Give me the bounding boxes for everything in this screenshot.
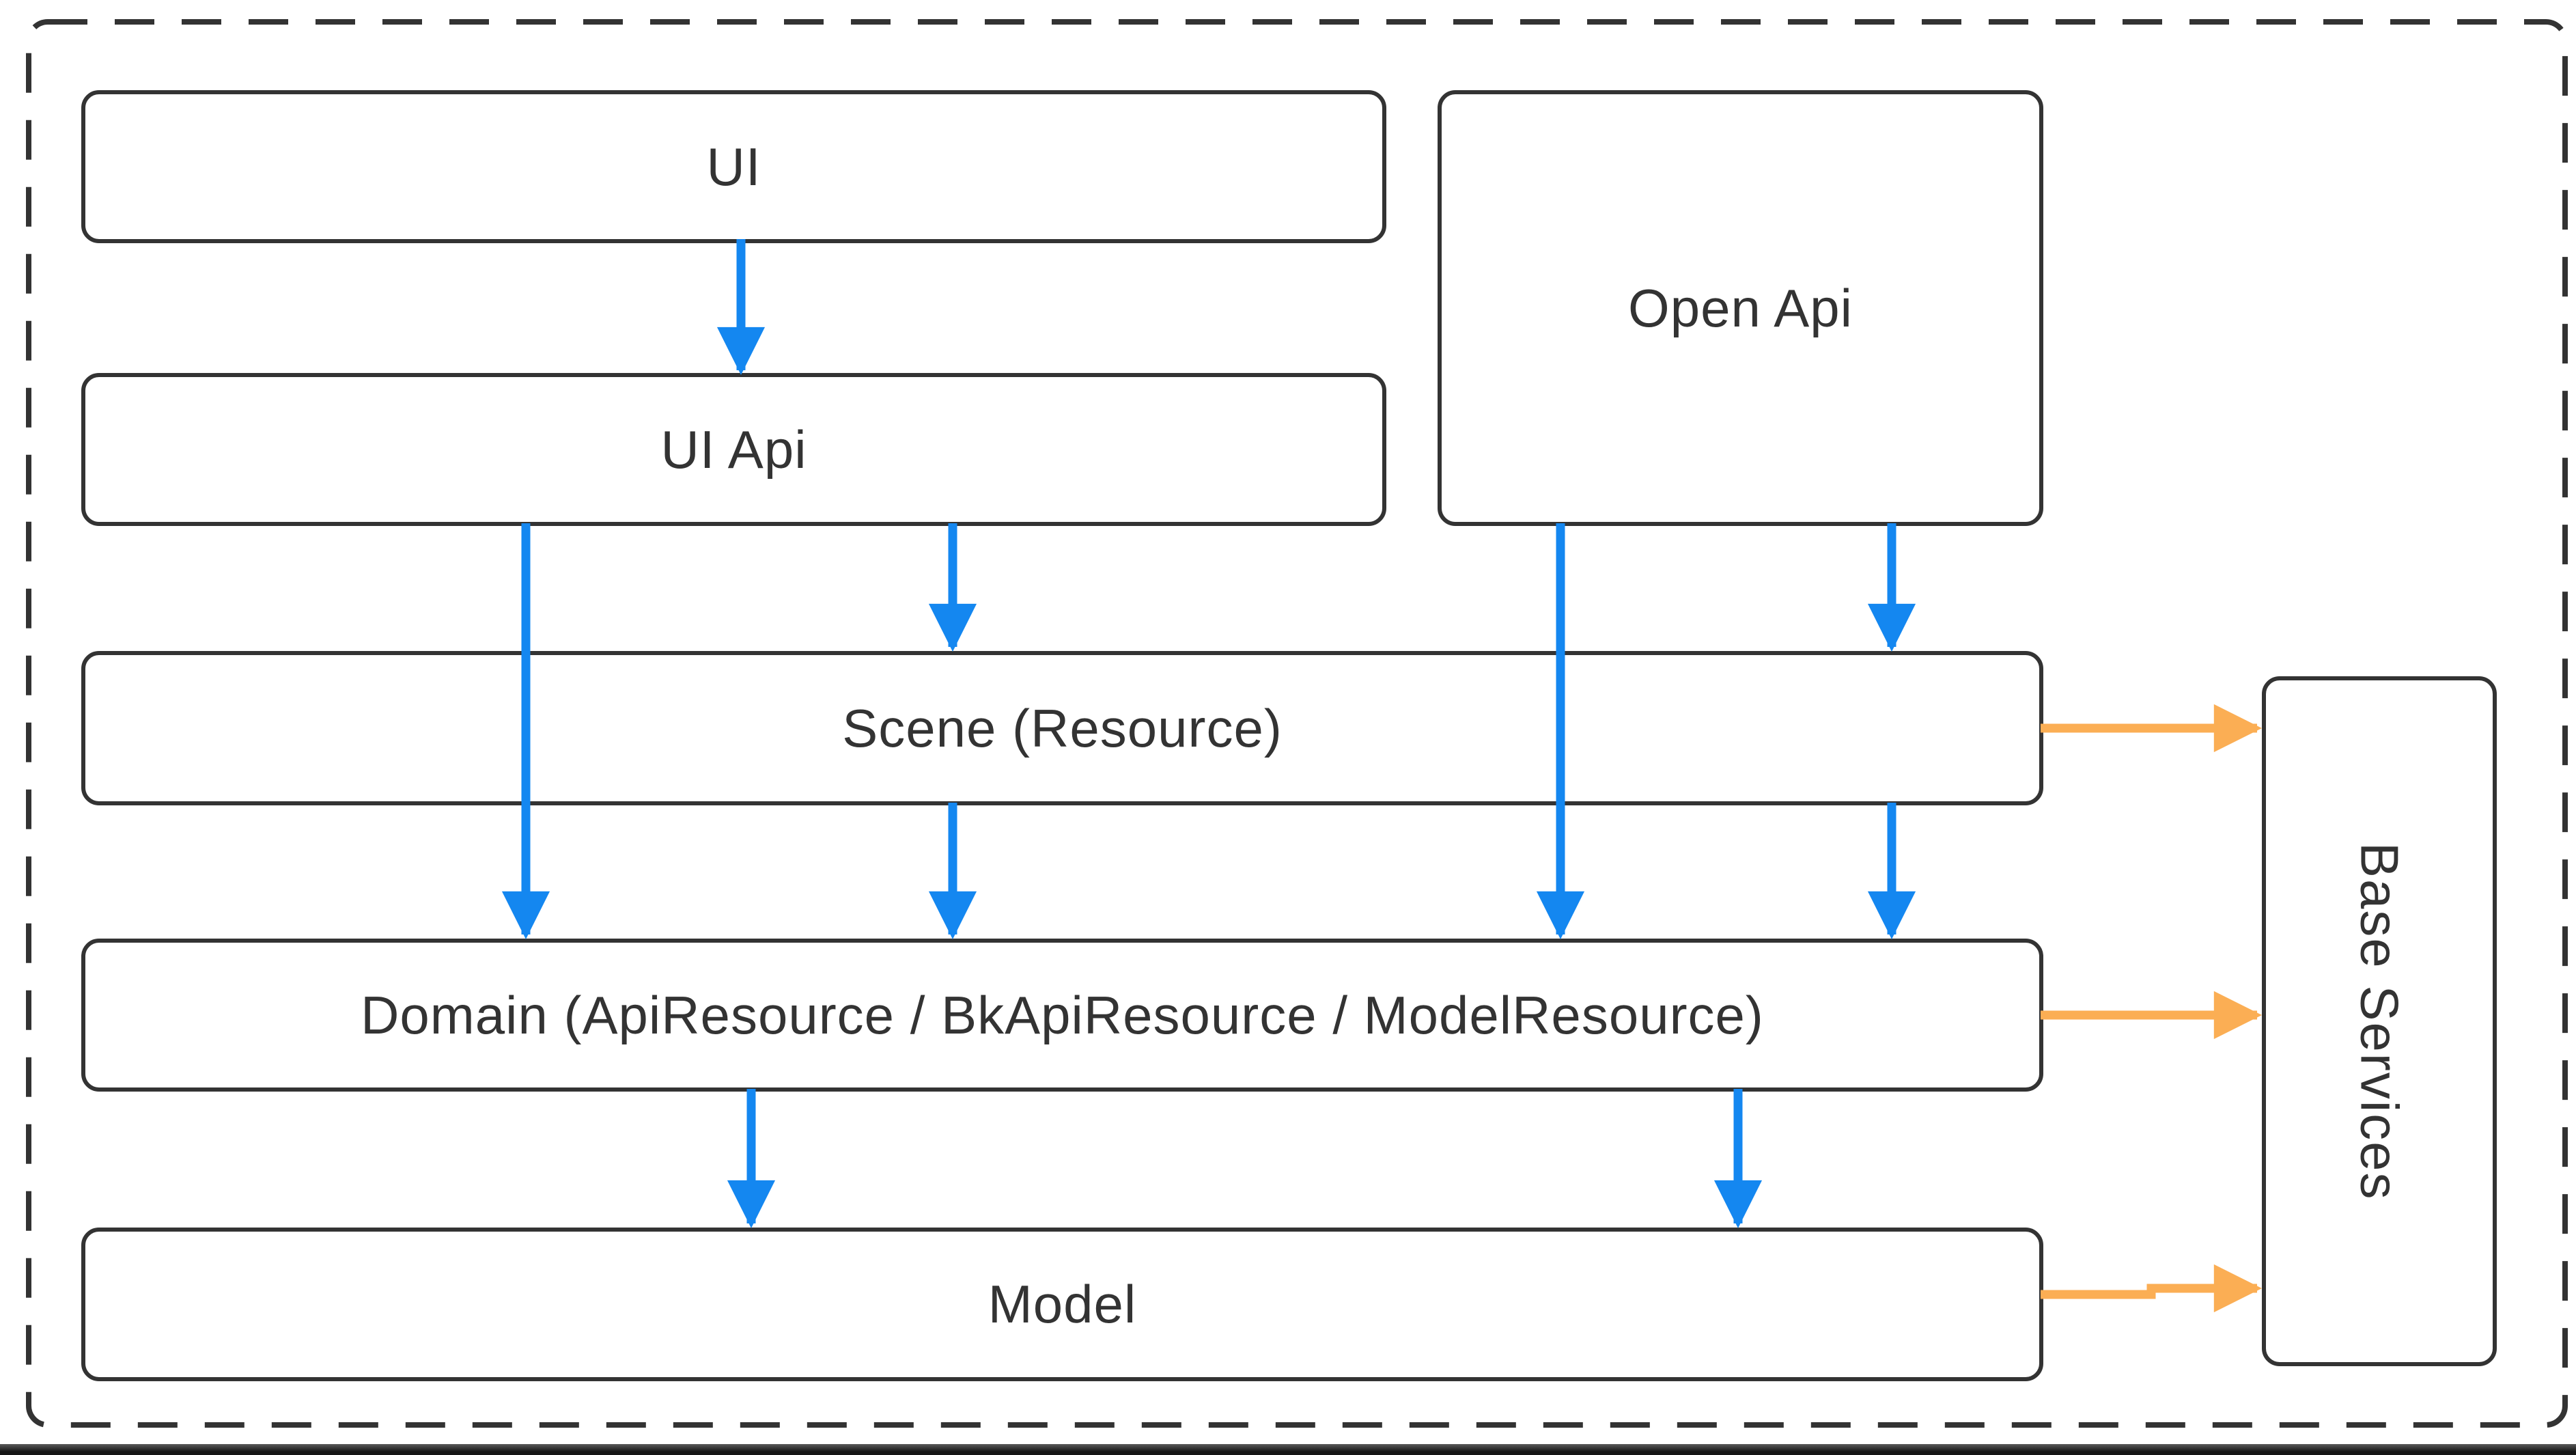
node-ui-label: UI bbox=[706, 136, 761, 197]
node-ui-api-label: UI Api bbox=[660, 419, 807, 480]
node-model: Model bbox=[81, 1228, 2043, 1381]
node-domain-label: Domain (ApiResource / BkApiResource / Mo… bbox=[361, 984, 1764, 1045]
node-scene: Scene (Resource) bbox=[81, 651, 2043, 805]
window-edge-strip bbox=[0, 1444, 2576, 1455]
node-open-api: Open Api bbox=[1438, 90, 2043, 526]
node-domain: Domain (ApiResource / BkApiResource / Mo… bbox=[81, 939, 2043, 1092]
node-open-api-label: Open Api bbox=[1628, 277, 1853, 338]
node-ui-api: UI Api bbox=[81, 373, 1386, 526]
node-scene-label: Scene (Resource) bbox=[842, 697, 1283, 758]
arrow-model-to-baseservices bbox=[2041, 1264, 2263, 1313]
node-model-label: Model bbox=[988, 1274, 1137, 1334]
node-base-services-label: Base Services bbox=[2349, 842, 2410, 1201]
node-ui: UI bbox=[81, 90, 1386, 243]
node-base-services: Base Services bbox=[2262, 676, 2497, 1366]
